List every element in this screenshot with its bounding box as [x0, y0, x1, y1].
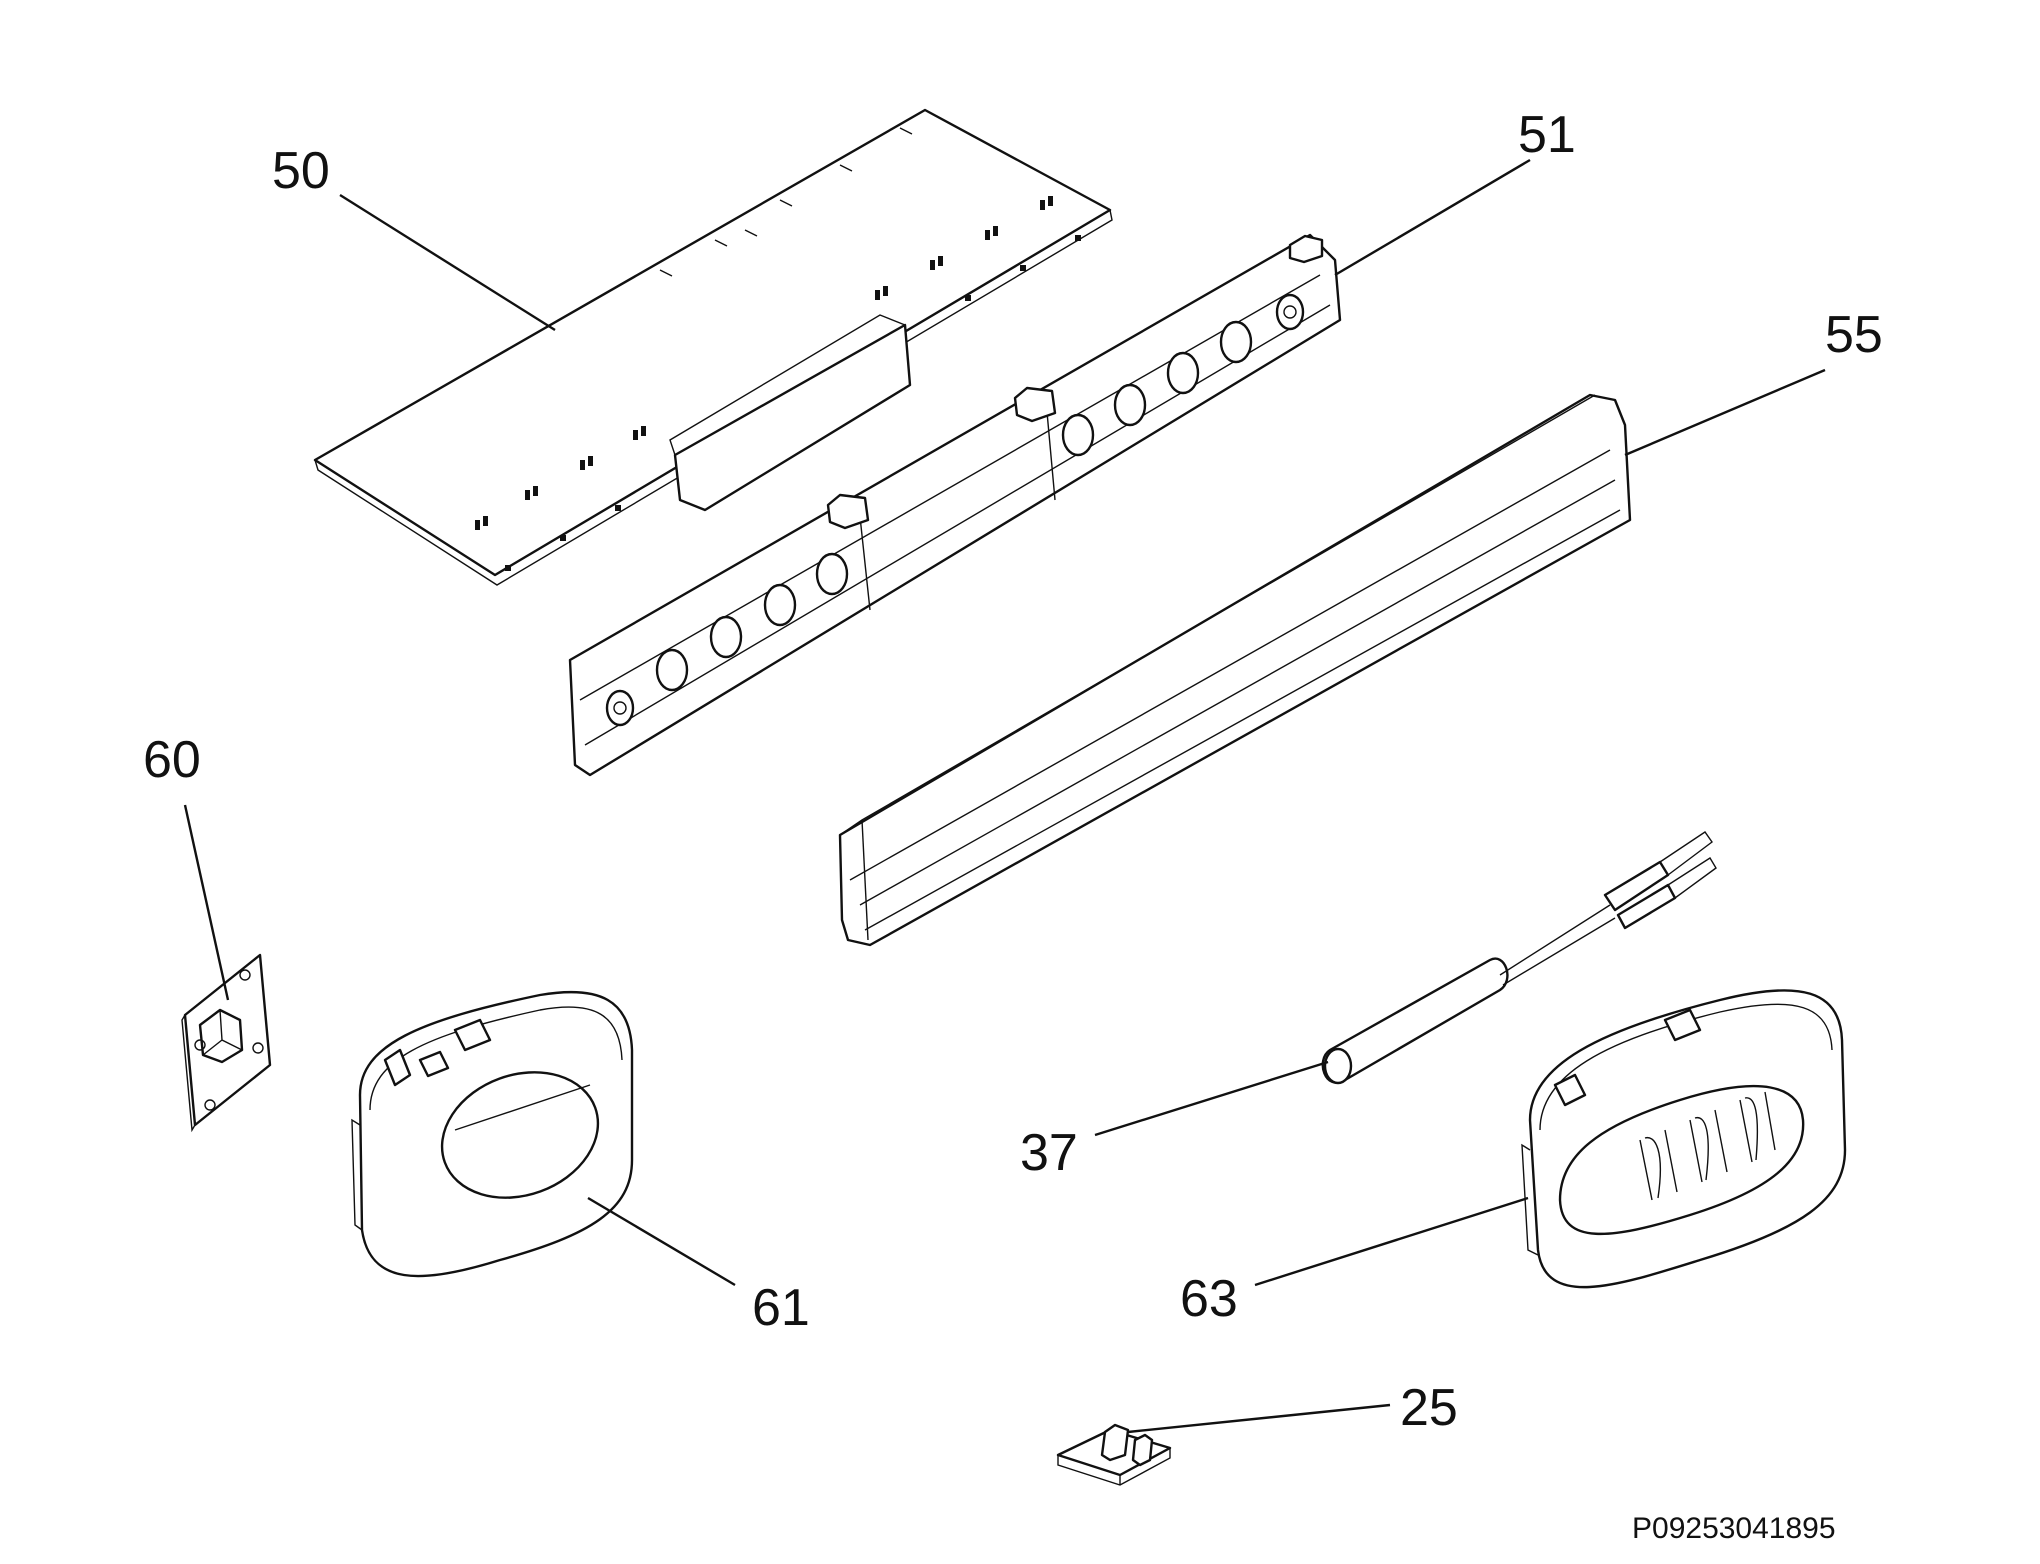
callout-25: 25: [1400, 1379, 1458, 1437]
part-50-control-board: [313, 108, 1113, 586]
leader-25: [1127, 1403, 1391, 1434]
callout-37: 37: [1020, 1124, 1078, 1182]
leader-51: [1334, 158, 1531, 277]
document-id: P09253041895: [1632, 1512, 1836, 1545]
callout-61: 61: [752, 1279, 810, 1337]
part-60-switch-plate: [181, 953, 272, 1133]
callout-55: 55: [1825, 306, 1883, 364]
callout-63: 63: [1180, 1270, 1238, 1328]
part-51-control-panel-frame: [568, 233, 1342, 777]
part-61-knob-bezel: [351, 990, 634, 1278]
leader-37: [1094, 1060, 1329, 1137]
callout-51: 51: [1518, 106, 1576, 164]
part-55-front-profile: [838, 393, 1632, 947]
callout-50: 50: [272, 142, 330, 200]
leader-55: [1624, 368, 1826, 457]
leader-lines: [183, 158, 1826, 1434]
callout-60: 60: [143, 731, 201, 789]
part-25-clip: [1056, 1423, 1172, 1486]
leader-63: [1254, 1196, 1529, 1287]
leader-61: [587, 1196, 736, 1287]
part-37-lamp-sensor: [1321, 831, 1717, 1085]
leader-60: [183, 804, 230, 1001]
part-63-lamp-housing: [1521, 989, 1847, 1289]
leader-50: [339, 193, 556, 332]
callout-labels: 50 51 55 60 37 61 63 25: [143, 106, 1883, 1437]
